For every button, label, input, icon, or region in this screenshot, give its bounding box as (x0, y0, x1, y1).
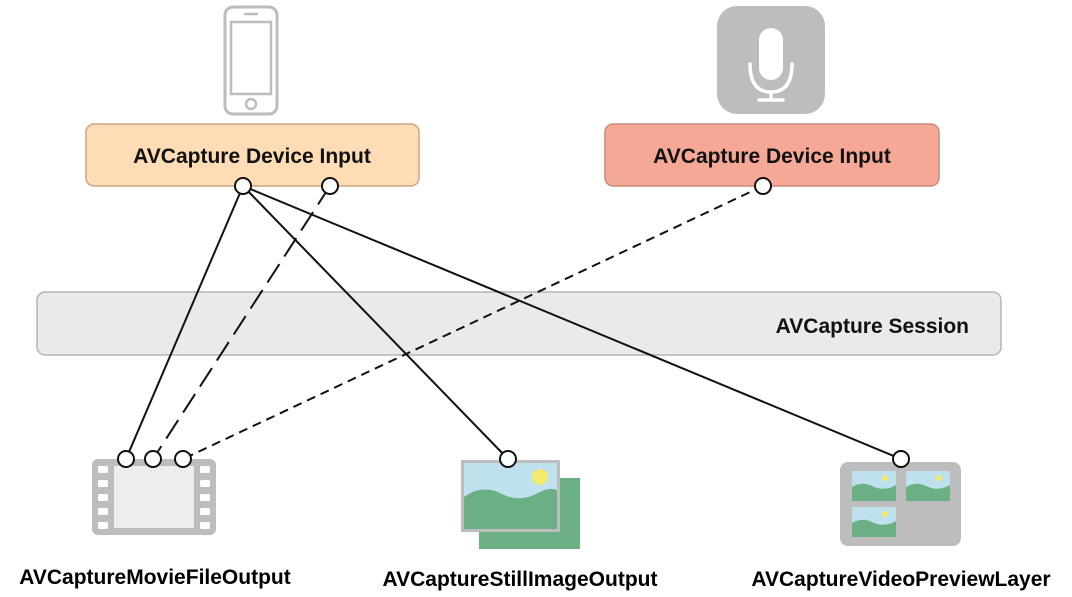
photos-icon (461, 460, 580, 549)
connection-camera-to-still (242, 185, 509, 460)
capture-session-label: AVCapture Session (776, 315, 969, 338)
port-movie-in-3 (174, 450, 192, 468)
capture-session: AVCapture Session (36, 291, 1002, 356)
device-input-microphone: AVCapture Device Input (604, 123, 940, 187)
still-image-output-label: AVCaptureStillImageOutput (383, 568, 658, 591)
port-movie-in-1 (117, 450, 135, 468)
iphone-icon (223, 5, 279, 116)
port-camera-out-2 (321, 177, 339, 195)
port-movie-in-2 (144, 450, 162, 468)
device-input-microphone-label: AVCapture Device Input (653, 145, 891, 168)
port-camera-out-1 (234, 177, 252, 195)
port-preview-in (892, 450, 910, 468)
port-mic-out (754, 177, 772, 195)
movie-file-output-label: AVCaptureMovieFileOutput (19, 566, 290, 589)
device-input-camera: AVCapture Device Input (85, 123, 420, 187)
video-preview-layer-label: AVCaptureVideoPreviewLayer (751, 568, 1050, 591)
connection-lines (125, 185, 902, 460)
connection-camera-to-movie (125, 185, 244, 460)
microphone-icon (717, 6, 825, 114)
port-still-in (499, 450, 517, 468)
connection-ports (117, 177, 910, 468)
film-icon (92, 459, 216, 535)
device-input-camera-label: AVCapture Device Input (133, 145, 371, 168)
preview-layer-icon (840, 462, 961, 546)
connection-mic-to-movie (182, 185, 764, 460)
connection-camera-to-preview (242, 185, 902, 460)
connection-camera-second-to-movie (152, 185, 331, 460)
